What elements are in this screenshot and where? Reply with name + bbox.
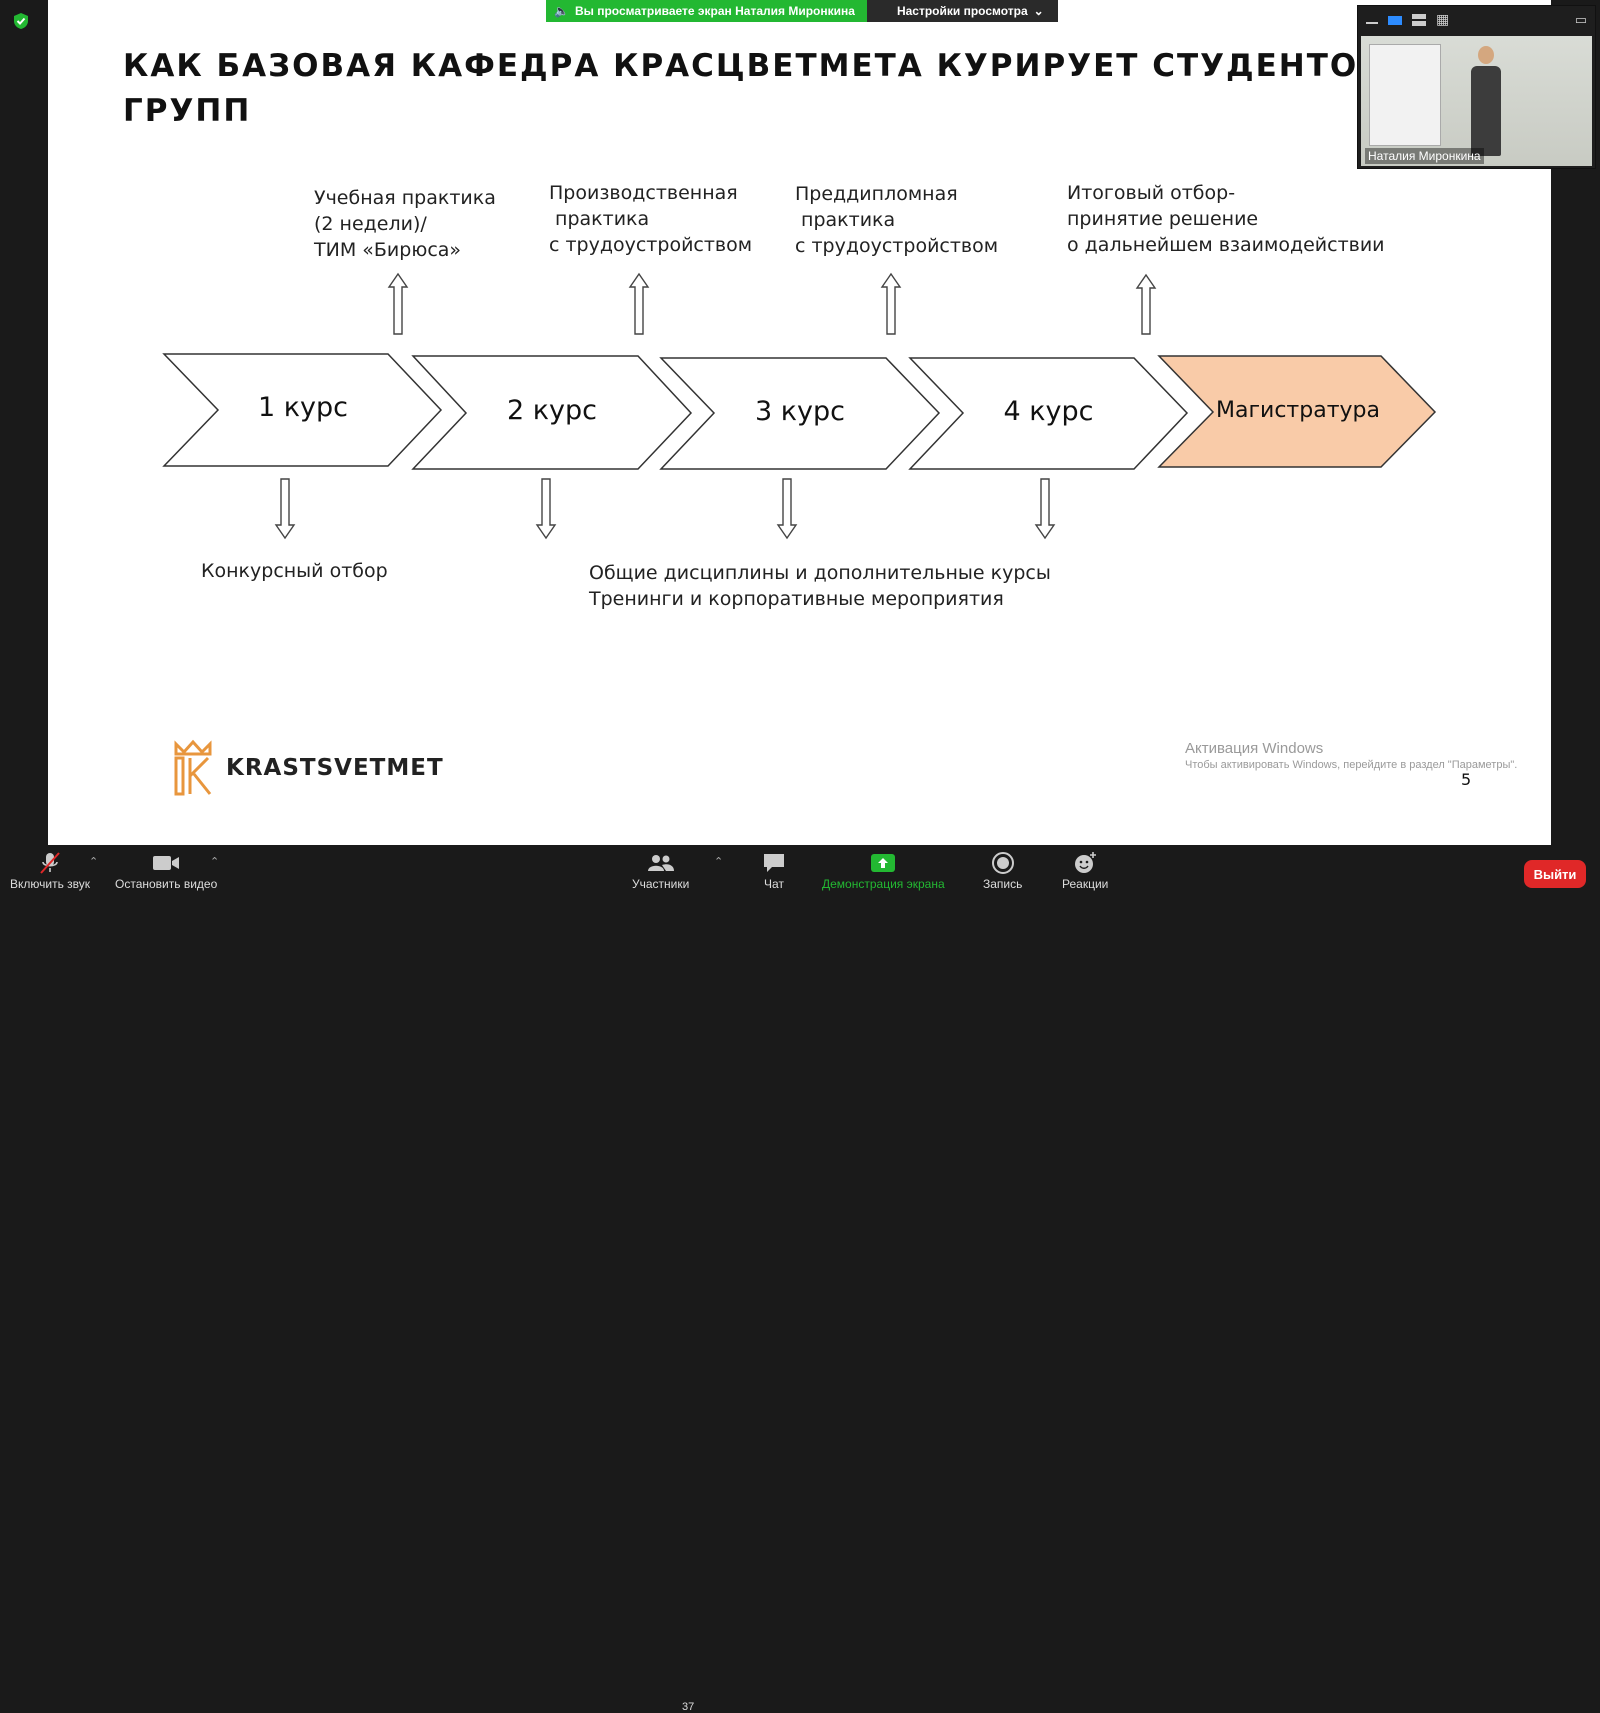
chevron-2 xyxy=(411,355,693,470)
down-arrow-1 xyxy=(274,478,296,540)
participants-icon xyxy=(646,849,676,877)
speaker-icon: 🔈 xyxy=(554,4,569,18)
record-label: Запись xyxy=(983,877,1023,891)
watermark-line2: Чтобы активировать Windows, перейдите в … xyxy=(1185,759,1518,771)
single-view-icon[interactable] xyxy=(1388,15,1402,25)
chevron-3 xyxy=(659,357,941,470)
record-icon xyxy=(991,849,1015,877)
video-options-caret[interactable]: ⌃ xyxy=(210,855,220,868)
note-general-line2: Тренинги и корпоративные мероприятия xyxy=(589,588,1004,610)
exit-fullscreen-icon[interactable]: ▭ xyxy=(1574,12,1587,28)
video-camera-icon xyxy=(152,849,180,877)
chevron-down-icon: ⌄ xyxy=(1033,4,1044,18)
shield-icon[interactable] xyxy=(12,12,30,30)
note-course-2: Производственная практика с трудоустройс… xyxy=(549,182,753,256)
share-screen-label: Демонстрация экрана xyxy=(822,877,945,891)
audio-options-caret[interactable]: ⌃ xyxy=(89,855,99,868)
video-panel-controls: ▦ ▭ xyxy=(1358,6,1595,34)
speaker-name: Наталия Миронкина xyxy=(1365,148,1484,164)
stop-video-label: Остановить видео xyxy=(115,877,218,891)
minimize-icon[interactable] xyxy=(1366,22,1378,24)
participants-options-caret[interactable]: ⌃ xyxy=(714,855,724,868)
share-status: 🔈 Вы просматриваете экран Наталия Миронк… xyxy=(546,0,867,22)
reactions-button[interactable]: Реакции xyxy=(1062,849,1108,891)
meeting-toolbar: Включить звук ⌃ Остановить видео ⌃ Участ… xyxy=(0,845,1600,1713)
chat-button[interactable]: Чат xyxy=(762,849,786,891)
share-screen-button[interactable]: Демонстрация экрана xyxy=(822,849,945,891)
share-banner-text: Вы просматриваете экран Наталия Миронкин… xyxy=(574,4,855,18)
view-options-label: Настройки просмотра xyxy=(896,4,1028,18)
chevron-1 xyxy=(162,353,443,467)
reaction-smiley-icon xyxy=(1072,849,1098,877)
note-general-line1: Общие дисциплины и дополнительные курсы xyxy=(589,562,1051,584)
leave-meeting-button[interactable]: Выйти xyxy=(1524,860,1586,888)
note-course-1: Учебная практика (2 недели)/ ТИМ «Бирюса… xyxy=(314,187,496,261)
muted-microphone-icon xyxy=(37,849,63,877)
slide-title: КАК БАЗОВАЯ КАФЕДРА КРАСЦВЕТМЕТА КУРИРУЕ… xyxy=(123,44,1483,134)
company-logo: KRASTSVETMET xyxy=(170,738,444,798)
slide-page-number: 5 xyxy=(1461,770,1472,789)
gallery-view-icon[interactable]: ▦ xyxy=(1436,12,1450,28)
down-arrow-4 xyxy=(1034,478,1056,540)
stage-2-label: 2 курс xyxy=(506,395,598,426)
speaker-video-feed: Наталия Миронкина xyxy=(1361,36,1592,166)
stack-view-icon[interactable] xyxy=(1412,14,1426,26)
share-banner: 🔈 Вы просматриваете экран Наталия Миронк… xyxy=(546,0,1058,22)
krastsvetmet-logo-icon xyxy=(174,739,212,796)
chat-bubble-icon xyxy=(762,849,786,877)
stage-5-label: Магистратура xyxy=(1216,398,1380,423)
down-arrow-2 xyxy=(535,478,557,540)
participants-label: Участники xyxy=(632,877,690,891)
participants-button[interactable]: Участники xyxy=(632,849,689,891)
watermark-line1: Активация Windows xyxy=(1185,740,1324,757)
up-arrow-2 xyxy=(628,272,650,335)
record-button[interactable]: Запись xyxy=(983,849,1022,891)
chevron-5 xyxy=(1157,355,1437,468)
up-arrow-3 xyxy=(880,272,902,335)
share-screen-icon xyxy=(870,849,896,877)
note-competitive-selection: Конкурсный отбор xyxy=(201,560,388,582)
stop-video-button[interactable]: Остановить видео xyxy=(115,849,217,891)
shared-slide: КАК БАЗОВАЯ КАФЕДРА КРАСЦВЕТМЕТА КУРИРУЕ… xyxy=(48,0,1551,845)
participants-count: 37 xyxy=(682,1701,695,1713)
slide-title-line2: ГРУПП xyxy=(123,93,252,129)
chat-label: Чат xyxy=(764,877,784,891)
chevron-4 xyxy=(908,357,1189,470)
up-arrow-4 xyxy=(1135,273,1157,335)
note-course-4: Итоговый отбор- принятие решение о дальн… xyxy=(1067,182,1385,256)
flipchart xyxy=(1369,44,1441,146)
up-arrow-1 xyxy=(387,272,409,335)
unmute-button[interactable]: Включить звук xyxy=(10,849,90,891)
speaker-figure xyxy=(1466,46,1506,166)
note-course-3: Преддипломная практика с трудоустройство… xyxy=(795,183,999,257)
view-options-button[interactable]: Настройки просмотра ⌄ xyxy=(866,0,1058,22)
stage-1-label: 1 курс xyxy=(257,392,349,423)
speaker-video-panel[interactable]: ▦ ▭ Наталия Миронкина xyxy=(1357,5,1596,169)
process-diagram xyxy=(162,272,1437,540)
unmute-label: Включить звук xyxy=(10,877,91,891)
stage-4-label: 4 курс xyxy=(1003,396,1094,427)
reactions-label: Реакции xyxy=(1062,877,1109,891)
down-arrow-3 xyxy=(776,478,798,540)
windows-activation-watermark: Активация Windows Чтобы активировать Win… xyxy=(1185,740,1517,771)
stage-3-label: 3 курс xyxy=(754,396,846,427)
slide-title-line1: КАК БАЗОВАЯ КАФЕДРА КРАСЦВЕТМЕТА КУРИРУЕ… xyxy=(123,48,1424,84)
logo-text: KRASTSVETMET xyxy=(226,755,444,781)
